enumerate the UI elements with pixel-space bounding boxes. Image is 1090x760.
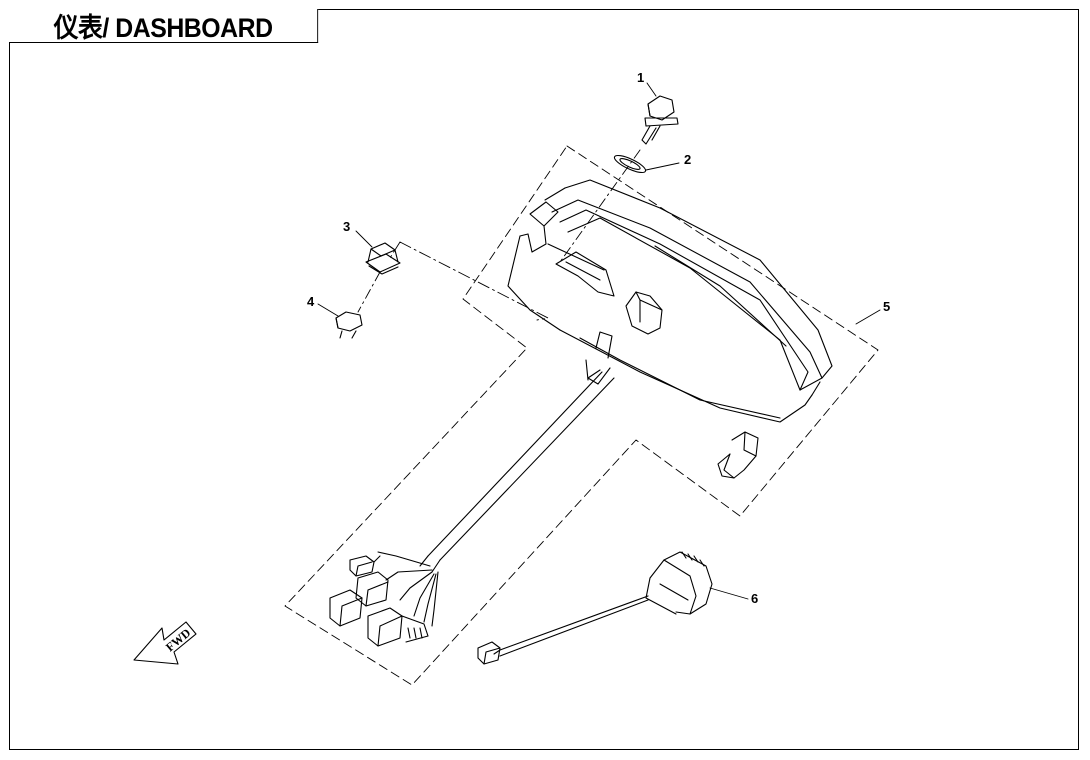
leader-2: [645, 162, 680, 171]
drawing-frame: [9, 9, 1079, 750]
callout-leaders: [317, 82, 881, 600]
instrument-cluster-part: [507, 179, 833, 479]
leader-4: [317, 303, 339, 317]
bolt-part: [641, 95, 679, 145]
washer-part: [613, 154, 647, 174]
callout-3: 3: [343, 219, 350, 234]
assembly-leader-3: [389, 241, 549, 321]
leader-6: [709, 587, 749, 600]
callout-6: 6: [751, 591, 758, 606]
callout-5: 5: [883, 299, 890, 314]
collar-part: [335, 311, 363, 339]
callout-2: 2: [684, 152, 691, 167]
wiring-harness-part: [329, 371, 615, 647]
leader-3: [355, 230, 373, 248]
leader-1: [646, 82, 657, 97]
socket-part: [477, 551, 713, 665]
grommet-part: [365, 242, 401, 275]
fwd-arrow: FWD: [133, 621, 197, 665]
callout-4: 4: [307, 294, 315, 309]
leader-5: [855, 309, 881, 325]
assembly-leader-4: [357, 271, 381, 313]
page-title: 仪表/ DASHBOARD: [9, 9, 319, 43]
assembly-axis-1: [559, 149, 641, 263]
fwd-label: FWD: [163, 625, 194, 654]
callout-1: 1: [637, 70, 644, 85]
